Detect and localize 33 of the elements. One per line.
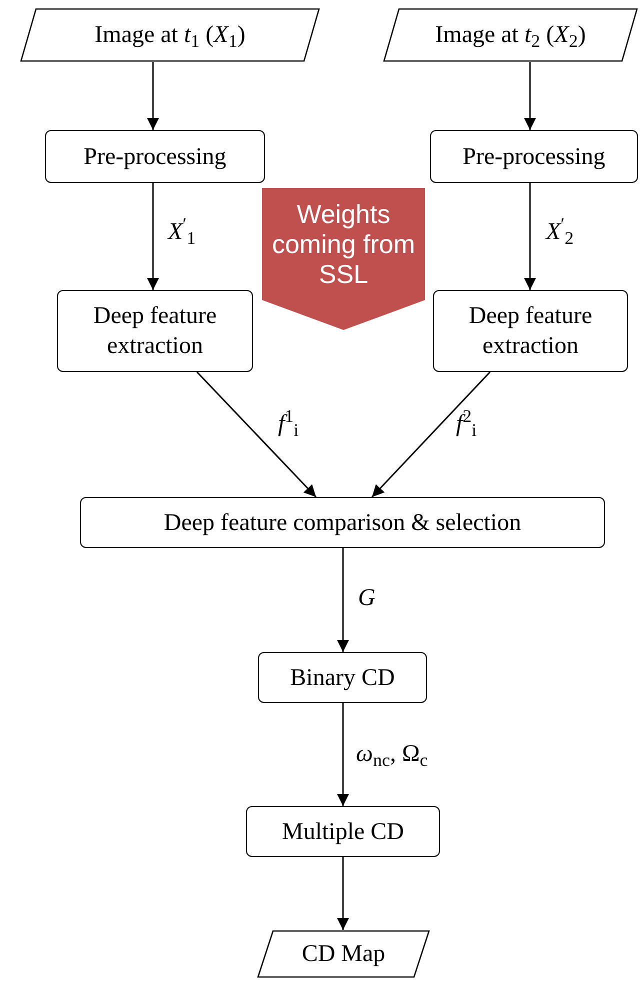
arrow	[337, 703, 349, 806]
process-box	[430, 130, 638, 183]
node-label: Pre-processing	[84, 142, 226, 172]
node-label: Image at t$_{2}$ (X$_{2}$)	[435, 21, 586, 50]
process-box	[246, 806, 440, 857]
arrow	[524, 183, 536, 290]
arrow	[337, 857, 349, 930]
arrow	[524, 62, 536, 130]
edge-label: G	[358, 586, 376, 610]
node-label: Weights coming from SSL	[270, 200, 416, 290]
node-label: Pre-processing	[462, 142, 606, 172]
edge-label: ω$_{nc}$, Ω$_{c}$	[356, 742, 428, 766]
arrow	[371, 371, 491, 498]
process-box	[57, 290, 253, 372]
node-label: Binary CD	[290, 664, 395, 692]
process-box	[258, 652, 427, 703]
io-parallelogram	[257, 930, 430, 978]
node-label: CD Map	[302, 940, 386, 969]
io-parallelogram	[383, 8, 638, 62]
process-box	[80, 497, 605, 548]
arrow	[147, 62, 159, 130]
node-label: Deep feature comparison & selection	[164, 508, 522, 538]
arrow	[337, 548, 349, 652]
callout-pentagon	[262, 188, 425, 330]
arrow	[196, 371, 317, 498]
node-label: Deep feature extraction	[92, 302, 218, 361]
node-label: Multiple CD	[282, 818, 404, 846]
process-box	[433, 290, 628, 372]
io-parallelogram	[20, 8, 320, 62]
process-box	[45, 130, 265, 183]
node-label: Deep feature extraction	[468, 302, 594, 361]
node-label: Image at t$_{1}$ (X$_{1}$)	[94, 21, 246, 50]
arrow	[147, 183, 159, 290]
